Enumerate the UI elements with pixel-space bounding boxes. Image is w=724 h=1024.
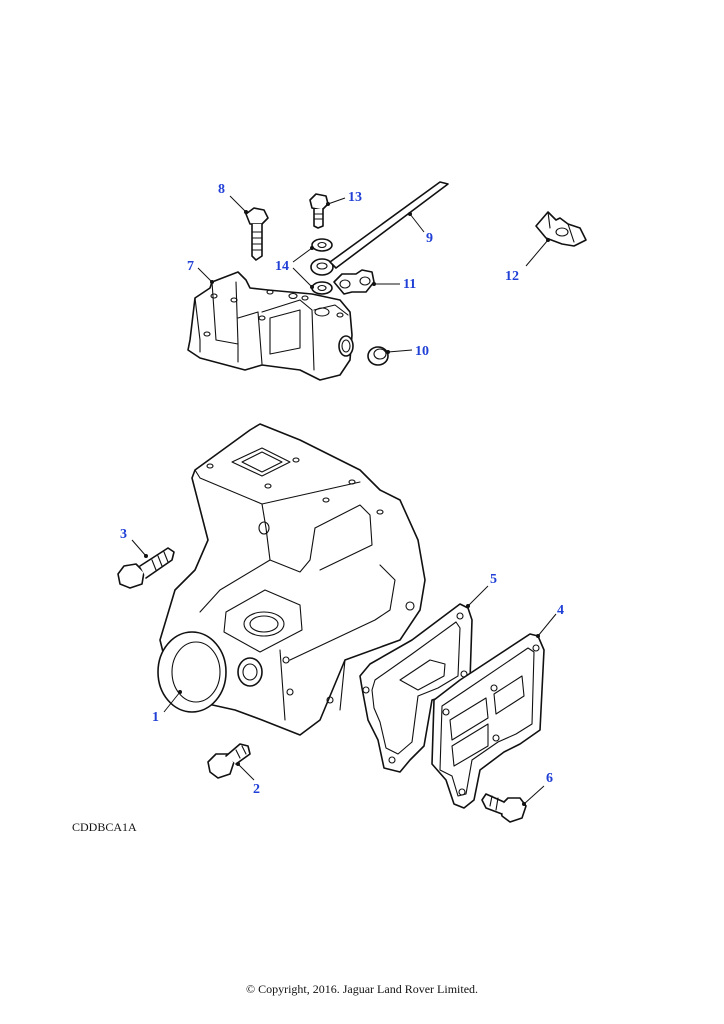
callout-6[interactable]: 6	[546, 771, 553, 786]
callout-3[interactable]: 3	[120, 527, 127, 542]
part-13-small-bolt[interactable]	[309, 193, 329, 229]
part-8-bolt[interactable]	[245, 207, 269, 261]
callout-12[interactable]: 12	[505, 269, 519, 284]
callout-2[interactable]: 2	[253, 782, 260, 797]
callout-labels: 8 7 13 14 9 11 12 10 3 1 2 5 4 6	[120, 182, 564, 797]
callout-8[interactable]: 8	[218, 182, 225, 197]
part-14-washers[interactable]	[310, 238, 334, 295]
diagram-code: CDDBCA1A	[72, 820, 137, 834]
callout-7[interactable]: 7	[187, 259, 194, 274]
callout-10[interactable]: 10	[415, 344, 429, 359]
part-1-main-housing[interactable]	[157, 423, 426, 736]
part-9-rod[interactable]	[329, 181, 449, 269]
part-6-bolt[interactable]	[481, 793, 527, 823]
part-2-bolt[interactable]	[207, 743, 251, 779]
part-7-cover-housing[interactable]	[187, 271, 354, 381]
callout-13[interactable]: 13	[348, 190, 362, 205]
leader-lines	[131, 195, 557, 806]
part-10-plug[interactable]	[367, 346, 389, 366]
part-4-plate[interactable]	[431, 633, 545, 809]
callout-14[interactable]: 14	[275, 259, 289, 274]
part-12-bracket[interactable]	[535, 211, 587, 247]
copyright-notice: © Copyright, 2016. Jaguar Land Rover Lim…	[245, 982, 479, 996]
callout-1[interactable]: 1	[152, 710, 159, 725]
part-3-bolt[interactable]	[117, 547, 175, 589]
callout-9[interactable]: 9	[426, 231, 433, 246]
part-11-clip[interactable]	[333, 269, 375, 295]
callout-4[interactable]: 4	[557, 603, 564, 618]
callout-5[interactable]: 5	[490, 572, 497, 587]
callout-11[interactable]: 11	[403, 277, 416, 292]
